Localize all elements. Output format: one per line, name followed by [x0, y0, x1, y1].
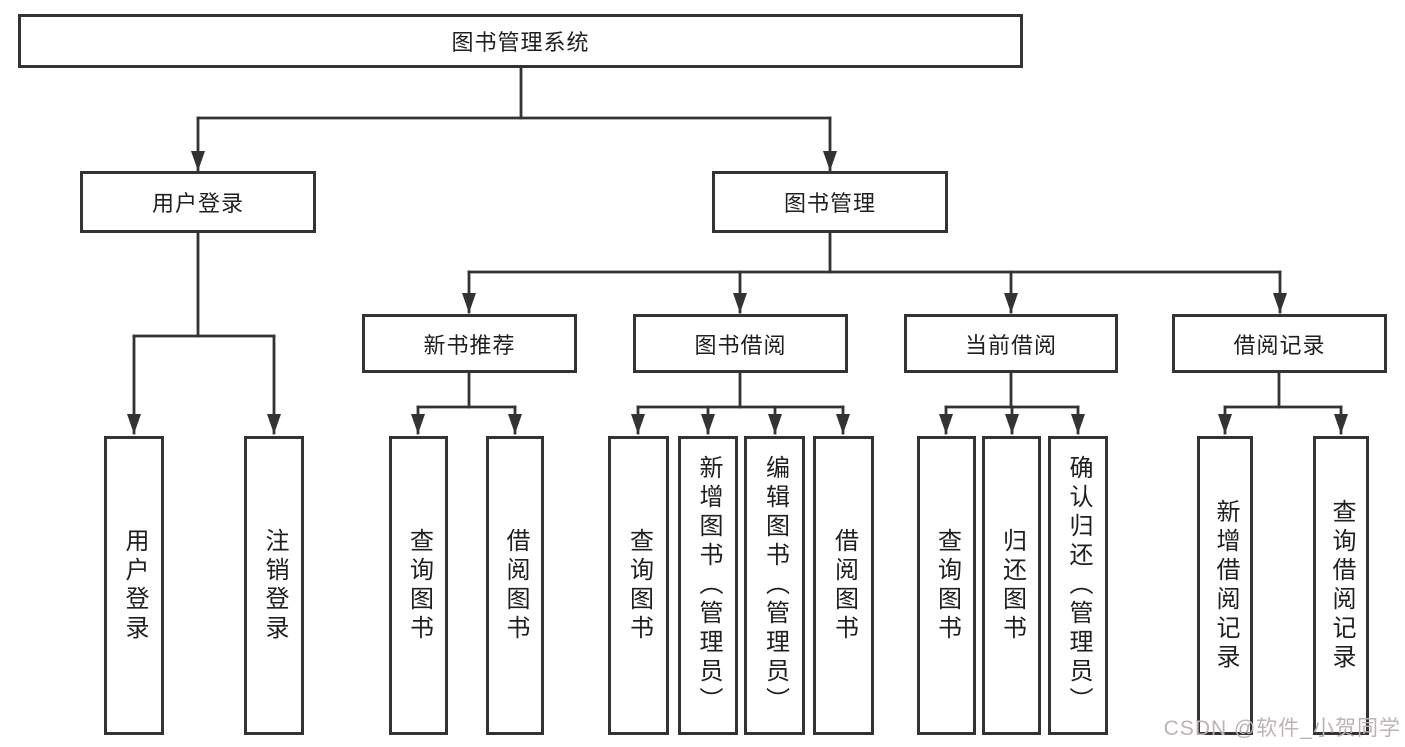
node-label: 新书推荐	[423, 332, 516, 358]
leaf-confirm-return-admin: 确认归还（管理员）	[1048, 436, 1108, 735]
node-label: 确认归还（管理员）	[1065, 455, 1092, 716]
node-label: 编辑图书（管理员）	[761, 455, 789, 716]
node-label: 注销登录	[261, 527, 288, 644]
leaf-query-books-borrowing: 查询图书	[608, 436, 669, 735]
node-label: 借阅图书	[830, 527, 858, 644]
node-user-login: 用户登录	[80, 171, 316, 233]
node-label: 当前借阅	[964, 332, 1057, 358]
node-label: 查询图书	[405, 527, 433, 644]
leaf-logout: 注销登录	[244, 436, 304, 735]
node-borrowing-records: 借阅记录	[1172, 314, 1387, 373]
leaf-edit-book-admin: 编辑图书（管理员）	[744, 436, 805, 735]
node-label: 查询图书	[933, 527, 961, 644]
node-new-book-recommendation: 新书推荐	[362, 314, 577, 373]
node-label: 新增图书（管理员）	[695, 455, 722, 716]
node-label: 图书借阅	[694, 332, 787, 358]
node-label: 归还图书	[998, 527, 1026, 644]
leaf-query-borrowing-record: 查询借阅记录	[1313, 436, 1369, 735]
node-book-borrowing: 图书借阅	[633, 314, 848, 373]
node-current-borrowing: 当前借阅	[904, 314, 1118, 373]
node-label: 用户登录	[121, 527, 148, 644]
node-label: 用户登录	[151, 191, 244, 216]
node-label: 借阅记录	[1233, 332, 1326, 358]
node-book-management: 图书管理	[712, 171, 948, 233]
watermark: CSDN @软件_小贺同学	[1163, 717, 1401, 740]
node-label: 图书管理系统	[451, 30, 590, 55]
node-label: 图书管理	[783, 191, 876, 216]
leaf-return-books: 归还图书	[982, 436, 1041, 735]
leaf-borrow-books-newbook: 借阅图书	[486, 436, 544, 735]
node-book-management-system: 图书管理系统	[18, 14, 1023, 68]
node-label: 查询图书	[625, 527, 653, 644]
leaf-user-login: 用户登录	[104, 436, 164, 735]
leaf-query-books-newbook: 查询图书	[389, 436, 448, 735]
node-label: 借阅图书	[502, 527, 529, 644]
node-label: 查询借阅记录	[1328, 498, 1355, 673]
leaf-add-book-admin: 新增图书（管理员）	[678, 436, 738, 735]
leaf-query-books-current: 查询图书	[917, 436, 976, 735]
node-label: 新增借阅记录	[1212, 498, 1239, 673]
leaf-add-borrowing-record: 新增借阅记录	[1197, 436, 1253, 735]
leaf-borrow-books-borrowing: 借阅图书	[813, 436, 874, 735]
